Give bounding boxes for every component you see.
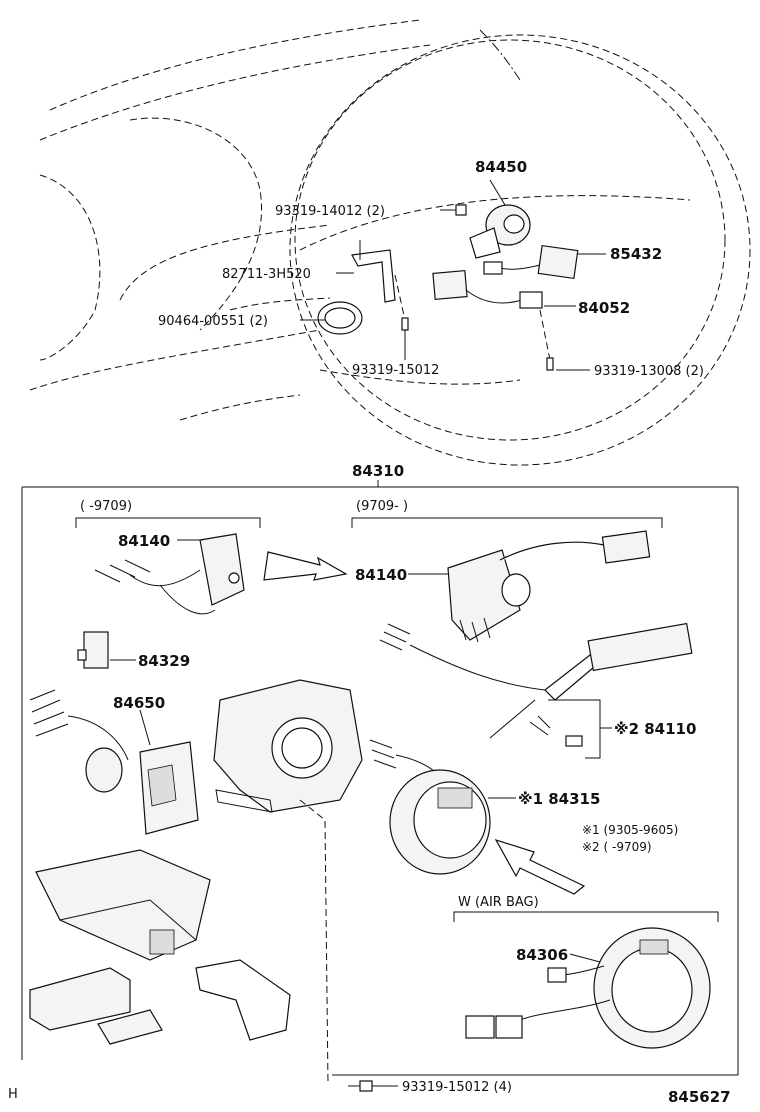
label-84450: 84450 [475, 158, 527, 176]
note-1: ※1 (9305-9605) [582, 823, 678, 837]
steering-wheel-outline [289, 34, 751, 466]
label-84052: 84052 [578, 299, 630, 317]
screw-93319-15012-top [394, 274, 409, 360]
label-90464-00551: 90464-00551 (2) [158, 314, 268, 329]
label-82711-3h520: 82711-3H520 [222, 267, 311, 282]
bracket-lower [195, 959, 291, 1041]
switch-84650 [29, 689, 199, 835]
range-label-left: ( -9709) [80, 499, 132, 514]
range-bracket-right [351, 517, 663, 528]
spiral-cable-84306 [465, 927, 711, 1049]
switch-body-assembly [213, 679, 363, 1086]
horn-button-84450 [469, 179, 531, 259]
replacement-arrow [263, 551, 348, 581]
range-label-right: (9709- ) [356, 499, 408, 514]
label-93319-15012-top: 93319-15012 [352, 363, 439, 378]
clock-spring-84315 [369, 739, 516, 875]
assembly-frame-84310 [22, 486, 739, 1076]
bracket-82711 [336, 240, 396, 303]
label-84650: 84650 [113, 694, 165, 712]
label-84315: ※1 84315 [518, 790, 600, 808]
label-85432: 85432 [610, 245, 662, 263]
label-93319-13008: 93319-13008 (2) [594, 364, 704, 379]
label-93319-15012-bottom: 93319-15012 (4) [402, 1080, 512, 1095]
diagram-number: 845627 [668, 1088, 731, 1106]
label-93319-14012: 93319-14012 (2) [275, 204, 385, 219]
dashboard-outline [29, 19, 521, 421]
label-84310: 84310 [352, 462, 404, 480]
label-84110: ※2 84110 [614, 720, 696, 738]
note-2: ※2 ( -9709) [582, 840, 652, 854]
column-cover-upper [35, 849, 211, 961]
airbag-bracket [453, 911, 719, 922]
corner-label-h: H [8, 1087, 18, 1102]
screw-93319-15012-bottom [348, 1080, 398, 1092]
column-cover-lower [29, 967, 163, 1045]
switch-84140-left [94, 533, 245, 615]
label-84329: 84329 [138, 652, 190, 670]
label-84306: 84306 [516, 946, 568, 964]
screw-93319-14012 [440, 204, 467, 216]
switch-84140-right [408, 530, 651, 643]
screw-93319-13008 [539, 309, 590, 371]
harness-84052 [432, 270, 576, 309]
clip-90464 [300, 301, 363, 335]
label-84140-left: 84140 [118, 532, 170, 550]
label-84140-right: 84140 [355, 566, 407, 584]
airbag-label: W (AIR BAG) [458, 895, 539, 910]
cable-84110 [379, 622, 693, 759]
relay-84329 [77, 631, 136, 669]
connector-85432 [483, 244, 606, 280]
direction-arrow [494, 838, 586, 895]
range-bracket-left [75, 517, 261, 528]
